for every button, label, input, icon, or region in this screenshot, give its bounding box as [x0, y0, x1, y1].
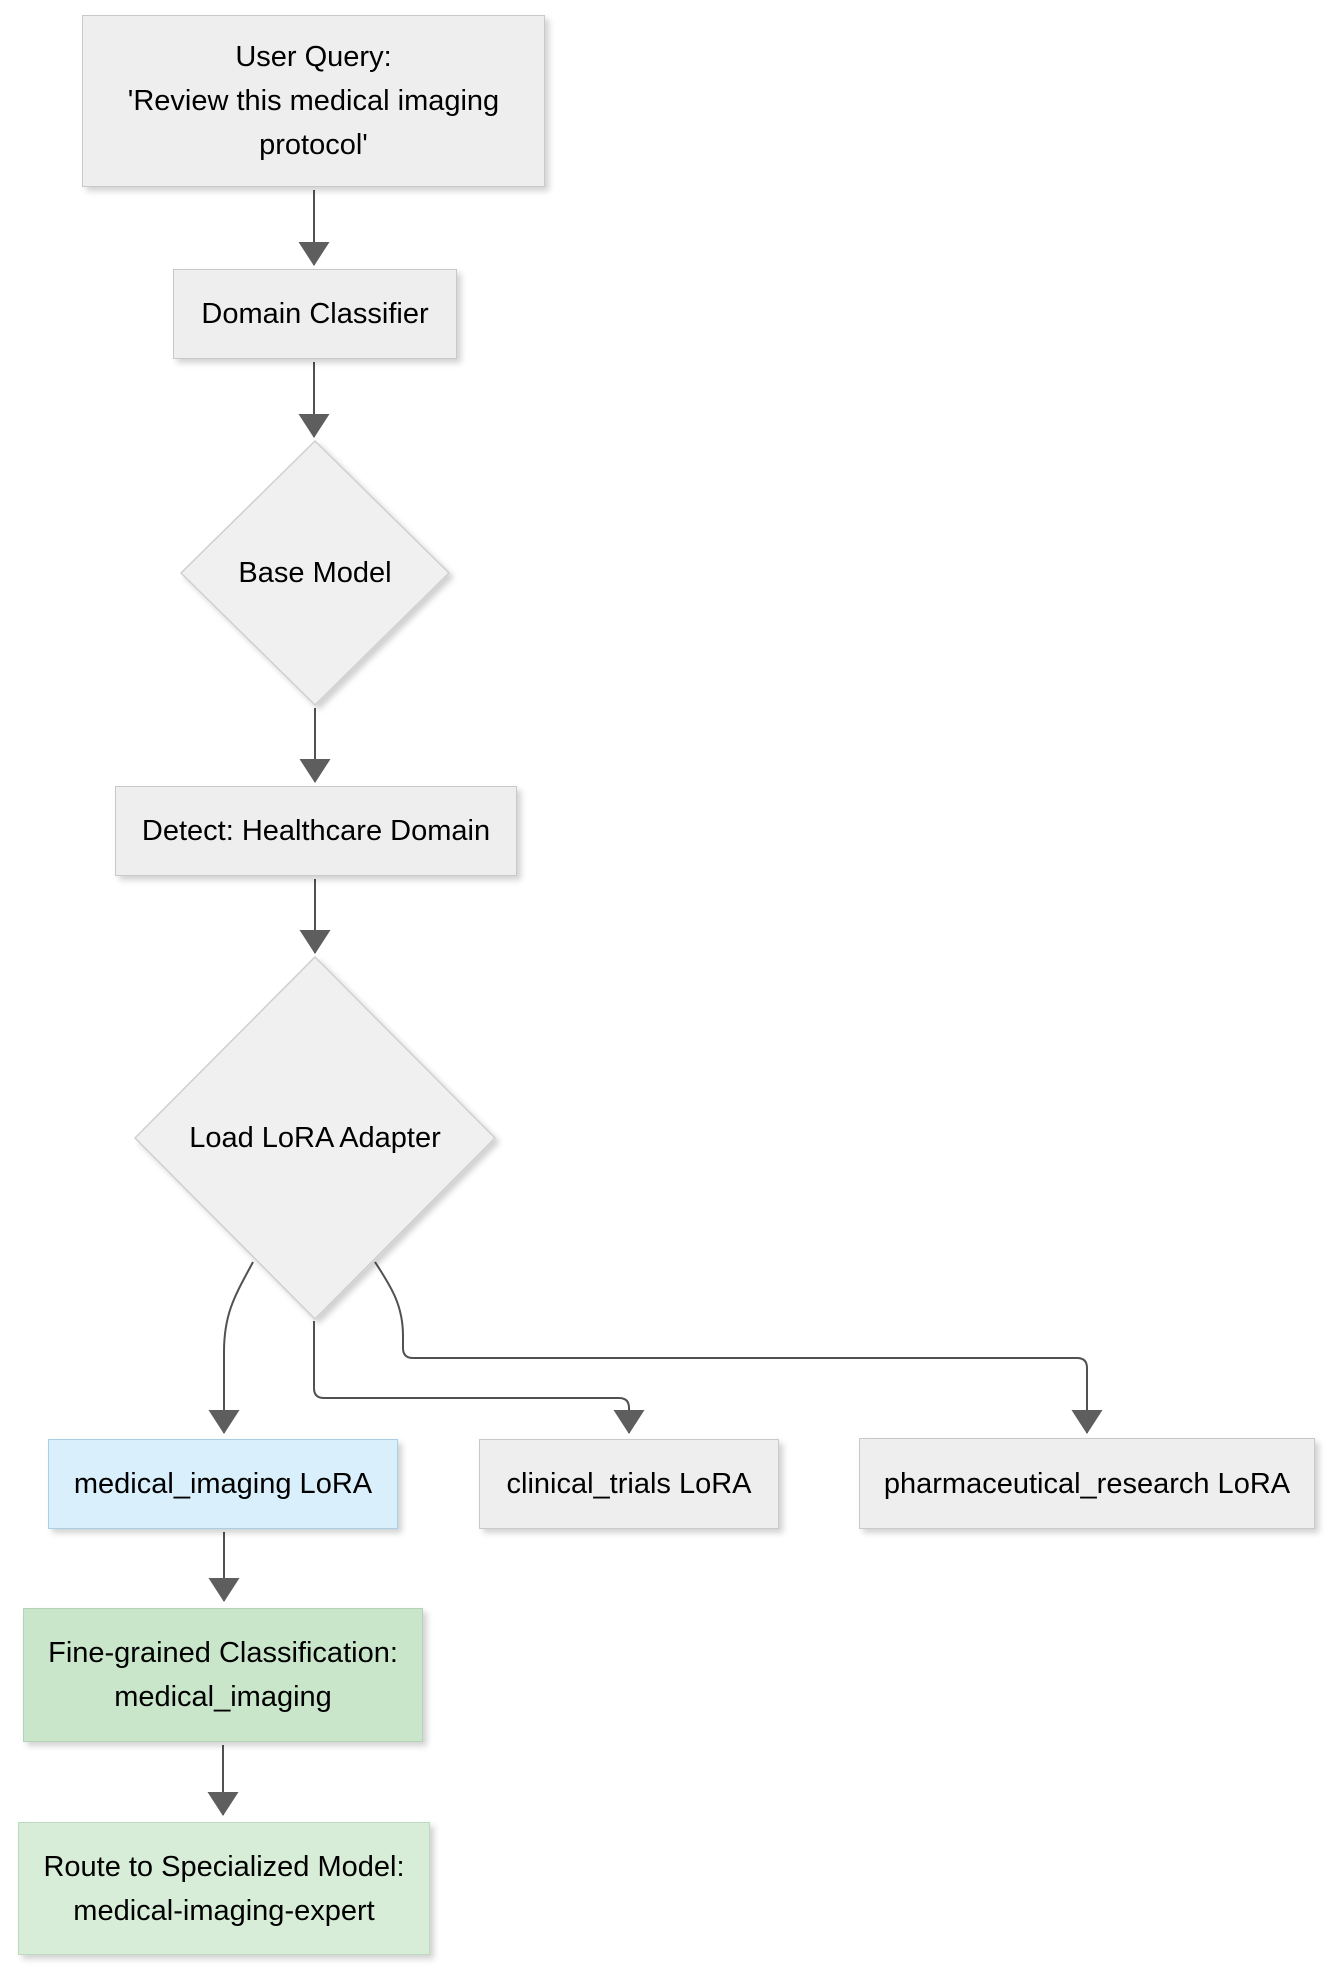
node-detect-healthcare-domain: Detect: Healthcare Domain	[115, 786, 517, 876]
node-user-query-line: User Query:	[235, 41, 392, 73]
node-route-line: medical-imaging-expert	[73, 1894, 375, 1927]
node-medical-imaging-lora-label: medical_imaging LoRA	[73, 1468, 373, 1500]
node-domain-classifier: Domain Classifier	[173, 269, 457, 359]
node-user-query-line: 'Review this medical imaging	[127, 85, 500, 117]
node-clinical-trials-lora: clinical_trials LoRA	[479, 1439, 779, 1529]
edge-load-lora-to-clinical-trials	[313, 1321, 645, 1434]
edge-load-lora-to-medical-imaging	[208, 1261, 254, 1434]
node-base-model-label: Base Model	[238, 557, 392, 589]
edge-load-lora-to-pharmaceutical-research	[374, 1261, 1103, 1434]
node-load-lora-adapter-label: Load LoRA Adapter	[189, 1122, 441, 1154]
node-user-query: User Query: 'Review this medical imaging…	[82, 15, 545, 187]
node-route-line: Route to Specialized Model:	[43, 1850, 405, 1883]
node-detect-healthcare-label: Detect: Healthcare Domain	[141, 815, 491, 847]
node-fine-grained-line: medical_imaging	[114, 1681, 332, 1713]
node-user-query-line: protocol'	[259, 129, 368, 161]
node-route-to-specialized-model: Route to Specialized Model: medical-imag…	[18, 1822, 430, 1955]
node-domain-classifier-label: Domain Classifier	[201, 298, 429, 330]
node-pharmaceutical-research-lora-label: pharmaceutical_research LoRA	[883, 1467, 1291, 1500]
node-pharmaceutical-research-lora: pharmaceutical_research LoRA	[859, 1438, 1315, 1529]
node-fine-grained-line: Fine-grained Classification:	[48, 1637, 398, 1669]
node-fine-grained-classification: Fine-grained Classification: medical_ima…	[23, 1608, 423, 1742]
load-lora-adapter-diamond	[133, 955, 497, 1321]
node-clinical-trials-lora-label: clinical_trials LoRA	[506, 1468, 752, 1500]
base-model-diamond	[179, 439, 451, 707]
node-medical-imaging-lora: medical_imaging LoRA	[48, 1439, 398, 1529]
